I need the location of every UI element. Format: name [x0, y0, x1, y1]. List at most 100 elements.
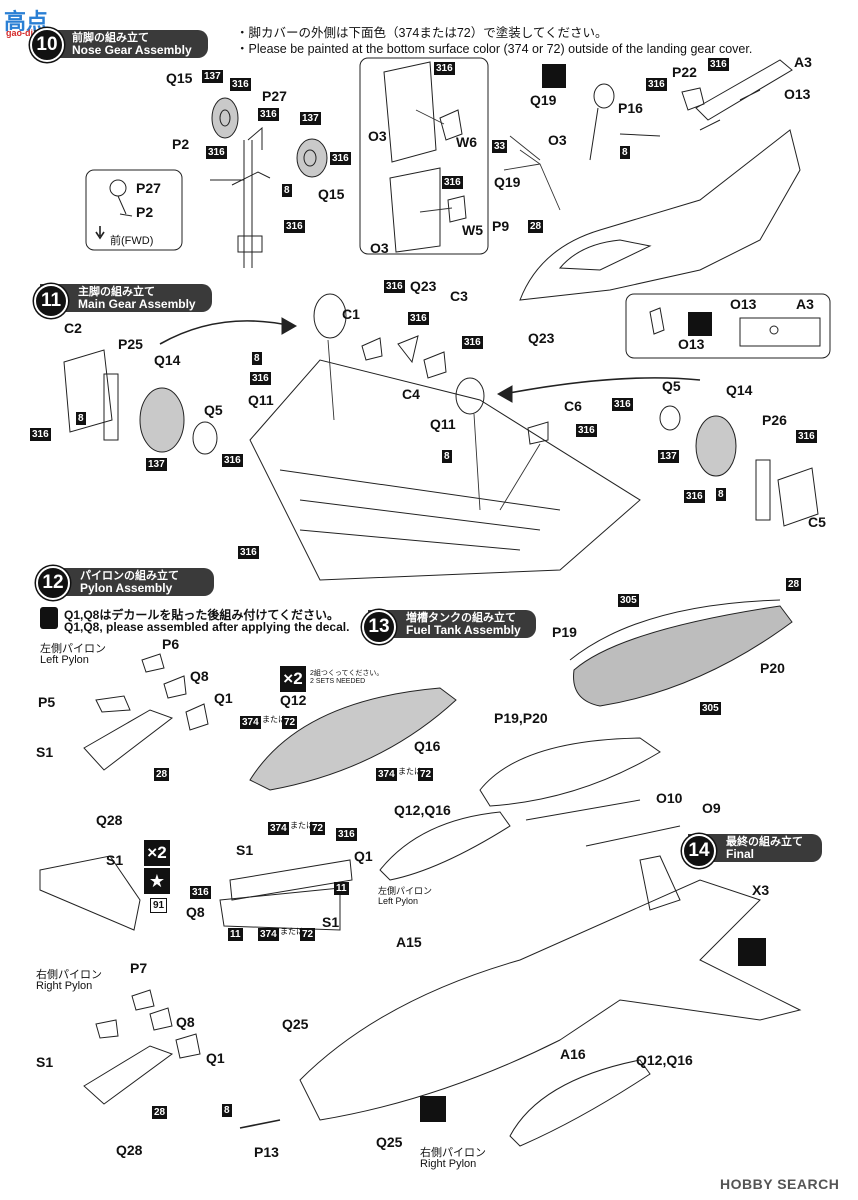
- tank-right-final: [509, 1059, 651, 1147]
- pylon-left: [83, 709, 174, 771]
- label-o3-c: O3: [548, 132, 567, 148]
- code-137-q15: 137: [202, 70, 223, 83]
- parts-o10-o9: [525, 799, 681, 847]
- leader-w6: [415, 109, 445, 125]
- drop-tank-q12-q16: [249, 687, 457, 791]
- label-q19-a: Q19: [530, 92, 557, 108]
- step-11-number: 11: [34, 284, 68, 318]
- part-q8-right: [149, 1007, 173, 1031]
- part-p16-rod: [589, 107, 661, 161]
- label-q8-c: Q8: [176, 1014, 195, 1030]
- gear-door-c5: [777, 467, 819, 527]
- tank-upper-final: [479, 737, 661, 807]
- leader-o3: [509, 135, 541, 161]
- nose-gear-strut: [237, 126, 263, 268]
- left-pylon-en: Left Pylon: [40, 654, 89, 666]
- part-p13-probe: [239, 1119, 281, 1129]
- step-14-number: 14: [682, 834, 716, 868]
- top-note-en: ・Please be painted at the bottom surface…: [236, 42, 753, 56]
- label-s1-a: S1: [36, 744, 54, 760]
- right-pylon-en-final: Right Pylon: [420, 1158, 477, 1170]
- s1-x2-badge: ×2: [144, 840, 170, 866]
- label-c4: C4: [402, 386, 420, 402]
- step-10-jp: 前脚の組み立て: [72, 32, 149, 44]
- metallic-icon-final: [738, 938, 766, 966]
- code-72-a: 72: [282, 716, 298, 729]
- right-pylon-jp-final: 右側パイロン: [420, 1147, 486, 1159]
- label-c6: C6: [564, 398, 582, 414]
- label-q14-r: Q14: [726, 382, 753, 398]
- label-q19-b: Q19: [494, 174, 521, 190]
- pylon-note-en: Q1,Q8, please assembled after applying t…: [64, 620, 350, 634]
- label-q11-a: Q11: [248, 392, 274, 408]
- fwd-arrow-icon: [95, 226, 105, 240]
- label-q14: Q14: [154, 352, 181, 368]
- label-x3: X3: [752, 882, 770, 898]
- flow-arrowhead-left: [281, 317, 298, 335]
- step-10-number: 10: [30, 28, 64, 62]
- left-pylon-jp-final: 左側パイロン: [378, 886, 433, 896]
- o13-part: [649, 307, 665, 335]
- code-316-p27: 316: [258, 108, 279, 121]
- part-p8: [95, 1019, 119, 1039]
- part-c3: [397, 335, 419, 364]
- pylon-right: [83, 1045, 174, 1105]
- label-q11-b: Q11: [430, 416, 456, 432]
- step-13-header: 増槽タンクの組み立て Fuel Tank Assembly: [368, 610, 536, 638]
- leaders-main-gear: [327, 339, 541, 511]
- cover-o3-lower: [389, 167, 441, 253]
- part-p7: [131, 989, 155, 1011]
- code-91: 91: [150, 898, 168, 913]
- part-q1-right: [175, 1033, 201, 1059]
- label-q28-a: Q28: [96, 812, 123, 828]
- code-8-p26: 8: [716, 488, 726, 501]
- cover-o3-upper: [383, 61, 437, 163]
- pylon-note-jp: Q1,Q8はデカールを貼った後組み付けてください。: [64, 608, 339, 622]
- code-137-q14: 137: [146, 458, 167, 471]
- step-13-jp: 増槽タンクの組み立て: [406, 612, 516, 624]
- flow-arrow-right: [503, 377, 701, 395]
- step-13-number: 13: [362, 610, 396, 644]
- label-o10: O10: [656, 790, 683, 806]
- fwd-label: 前(FWD): [110, 235, 154, 247]
- step-13-en: Fuel Tank Assembly: [406, 623, 521, 637]
- star-icon: ★: [144, 868, 170, 894]
- code-316-cover-b: 316: [442, 176, 463, 189]
- gear-strut-left: [103, 373, 119, 441]
- label-o3-b: O3: [370, 240, 389, 256]
- code-8-q11: 8: [252, 352, 262, 365]
- code-316-q5: 316: [222, 454, 243, 467]
- part-p6: [141, 653, 165, 673]
- fuel-tank-upper-half: [569, 599, 781, 661]
- label-c5: C5: [808, 514, 826, 530]
- o13-a3-part: [739, 317, 821, 347]
- part-p5: [95, 695, 131, 713]
- label-q1-c: Q1: [206, 1050, 225, 1066]
- label-p6: P6: [162, 636, 180, 652]
- code-316-c6: 316: [576, 424, 597, 437]
- label-q8-a: Q8: [190, 668, 209, 684]
- part-q19-lamp: [593, 83, 615, 109]
- code-316-q8: 316: [190, 886, 211, 899]
- canopy: [558, 239, 652, 271]
- caution-icon: [40, 607, 58, 629]
- code-72-b: 72: [418, 768, 434, 781]
- label-p7: P7: [130, 960, 148, 976]
- code-316-c2: 316: [30, 428, 51, 441]
- code-316-nose-b: 316: [284, 220, 305, 233]
- code-316-c4: 316: [462, 336, 483, 349]
- label-p5: P5: [38, 694, 56, 710]
- label-s1-d: S1: [322, 914, 340, 930]
- flow-arrow-left: [159, 320, 293, 345]
- label-c3: C3: [450, 288, 468, 304]
- code-72-c: 72: [310, 822, 326, 835]
- metallic-icon-q25: [420, 1096, 446, 1122]
- label-q25-a: Q25: [282, 1016, 309, 1032]
- label-p20: P20: [760, 660, 785, 676]
- label-q16-a: Q16: [414, 738, 441, 754]
- or-a: または: [262, 715, 286, 724]
- flow-arrowhead-right: [496, 385, 513, 403]
- label-q12-a: Q12: [280, 692, 307, 708]
- tank-left-final: [379, 811, 511, 881]
- gear-bay-door: [695, 59, 793, 131]
